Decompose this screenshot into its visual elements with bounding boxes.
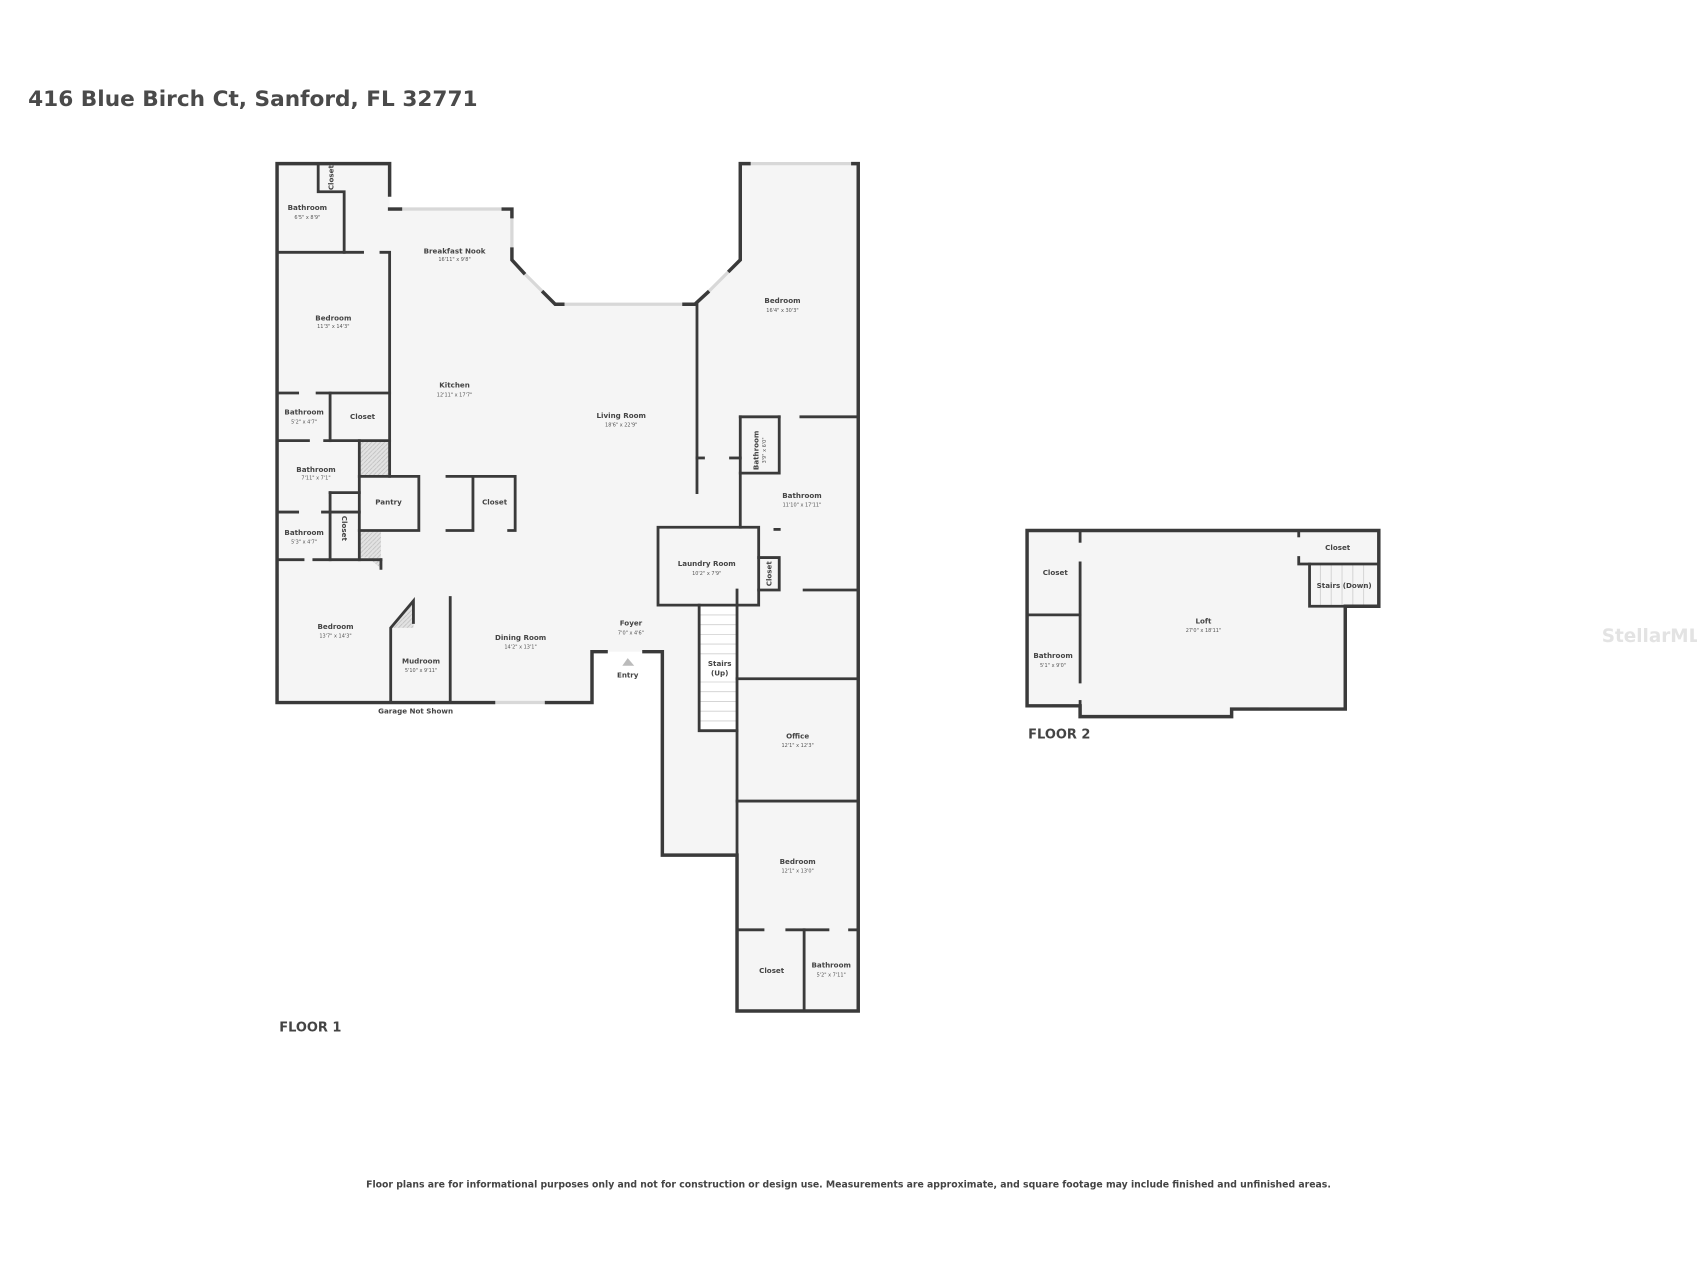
stairs-down: [1319, 564, 1365, 607]
room-dims: (Up): [711, 669, 728, 678]
room-name: Office: [786, 731, 809, 740]
room-name: Closet: [350, 412, 376, 421]
room-name: Bedroom: [780, 857, 816, 866]
room-name: Loft: [1196, 617, 1213, 626]
entry-arrow-icon: [622, 658, 635, 666]
room-name: Bathroom: [288, 203, 327, 212]
room-name: Bathroom: [1033, 651, 1072, 660]
room-dims: 11'3" x 14'3": [317, 324, 349, 330]
room-name: Closet: [1325, 543, 1351, 552]
room-dims: 5'2" x 4'7": [291, 419, 317, 425]
room-name: Closet: [765, 561, 774, 587]
room-name: Closet: [482, 498, 508, 507]
room-dims: 27'0" x 18'11": [1186, 628, 1222, 634]
stairs-up: [699, 605, 738, 731]
room-dims: 16'4" x 30'3": [766, 308, 798, 314]
floor-2-label: FLOOR 2: [1028, 727, 1090, 742]
room-name: Foyer: [620, 619, 643, 628]
room-name: Stairs (Down): [1317, 581, 1372, 590]
room-dims: 6'5" x 8'9": [294, 215, 320, 221]
room-name: Bathroom: [284, 528, 323, 537]
room-dims: 5'3" x 4'7": [291, 539, 317, 545]
room-dims: 12'1" x 12'3": [781, 743, 813, 749]
room-name: Bathroom: [782, 491, 821, 500]
room-dims: 18'6" x 22'9": [605, 423, 637, 429]
room-name: Bathroom: [752, 431, 761, 470]
room-name: Closet: [1043, 568, 1069, 577]
room-dims: 12'1" x 13'0": [781, 868, 813, 874]
room-dims: 12'11" x 17'7": [437, 392, 473, 398]
watermark-logo: StellarMLS: [1602, 626, 1697, 647]
room-dims: 13'7" x 14'3": [319, 634, 351, 640]
room-name: Bathroom: [284, 408, 323, 417]
hatched-area: [359, 440, 390, 477]
room-name: Kitchen: [439, 381, 470, 390]
room-name: Closet: [759, 966, 785, 975]
room-name: Closet: [326, 165, 335, 191]
room-name: Bedroom: [317, 622, 353, 631]
disclaimer: Floor plans are for informational purpos…: [366, 1179, 1331, 1190]
floor-1-label: FLOOR 1: [279, 1021, 341, 1036]
room-name: Laundry Room: [678, 559, 736, 568]
room-dims: 10'2" x 7'9": [692, 571, 721, 577]
room-dims: 14'2" x 13'1": [504, 644, 536, 650]
room-dims: 7'11" x 7'1": [301, 476, 330, 482]
room-name: Stairs: [708, 659, 732, 668]
room-name: Pantry: [375, 498, 402, 507]
room-name: Closet: [340, 516, 349, 542]
room-dims: 5'2" x 7'11": [817, 972, 846, 978]
property-address: 416 Blue Birch Ct, Sanford, FL 32771: [28, 87, 477, 112]
floor-2-plan: Closet Bathroom 5'1" x 9'0" Loft 27'0" x…: [1025, 528, 1381, 742]
room-dims: 7'0" x 4'6": [618, 630, 644, 636]
room-dims: 5'1" x 9'0": [1040, 663, 1066, 669]
room-dims: 3'9" x 6'0": [762, 437, 768, 463]
room-name: Breakfast Nook: [424, 246, 486, 255]
room-dims: 5'10" x 9'11": [405, 668, 437, 674]
garage-note: Garage Not Shown: [378, 706, 453, 715]
room-name: Bathroom: [811, 961, 850, 970]
floor-1-plan: Bathroom 6'5" x 8'9" Closet Breakfast No…: [275, 161, 860, 1036]
room-name: Mudroom: [402, 657, 440, 666]
room-dims: 11'10" x 17'11": [783, 503, 822, 509]
entry-label: Entry: [617, 671, 639, 680]
interior-walls: [275, 162, 860, 1013]
room-name: Dining Room: [495, 633, 546, 642]
room-name: Living Room: [597, 411, 646, 420]
room-dims: 16'11" x 9'8": [438, 257, 470, 263]
room-name: Bathroom: [296, 465, 335, 474]
room-name: Bedroom: [764, 296, 800, 305]
room-name: Bedroom: [315, 314, 351, 323]
